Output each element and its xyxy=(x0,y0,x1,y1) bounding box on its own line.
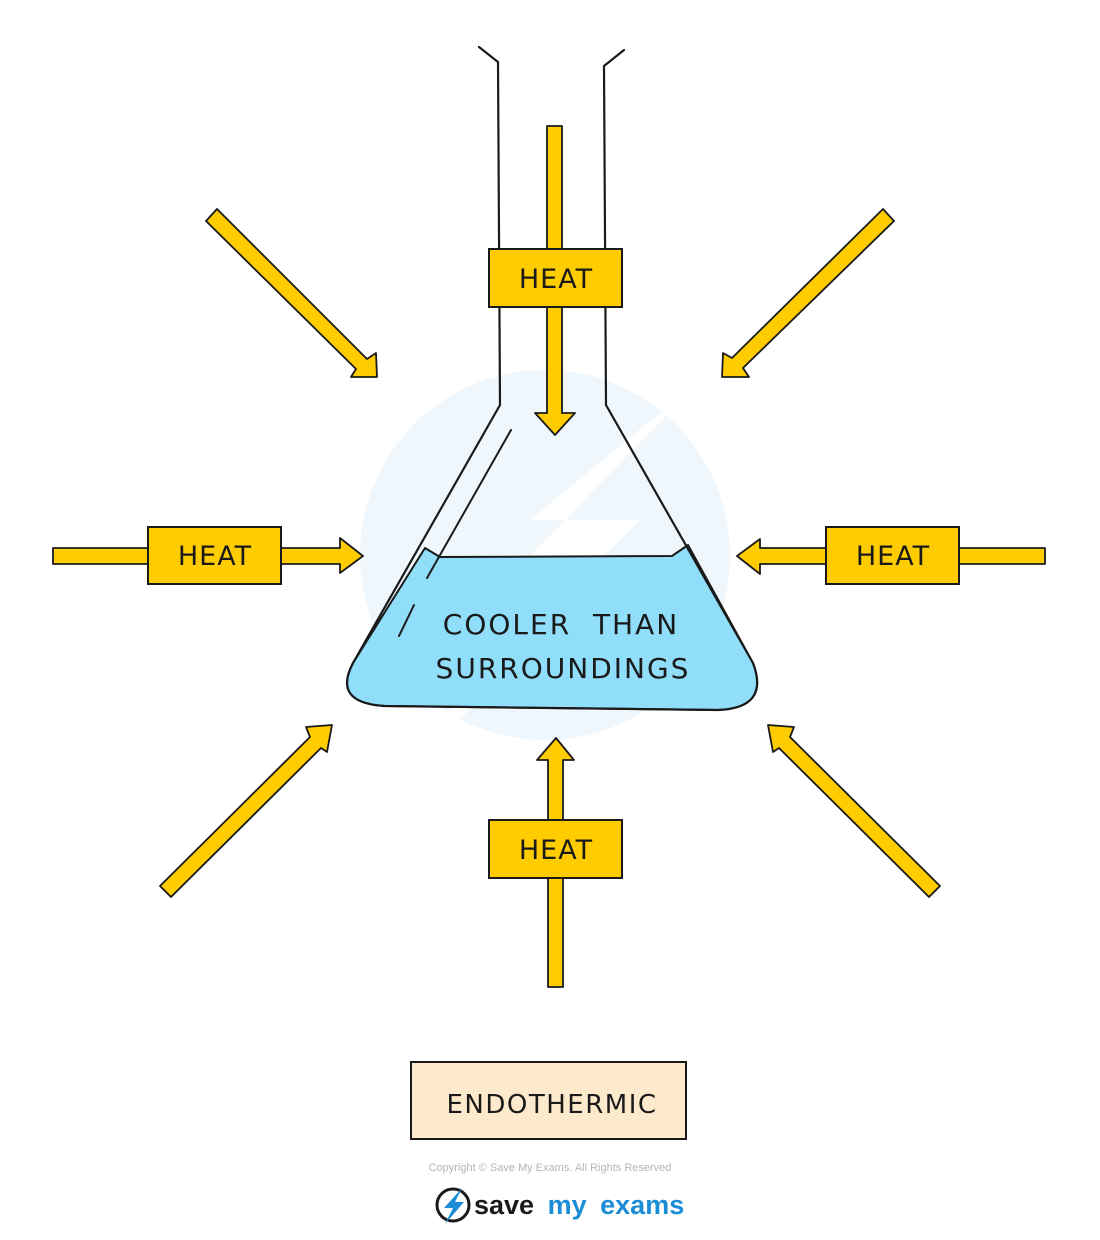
flask-label-line1: COOLER THAN xyxy=(443,608,679,641)
heat-box-bottom: HEAT xyxy=(488,819,623,879)
process-type-label: ENDOTHERMIC xyxy=(446,1090,657,1120)
heat-box-right: HEAT xyxy=(825,526,960,585)
flask-reflection xyxy=(426,429,512,579)
conical-flask xyxy=(345,45,759,712)
heat-box-top: HEAT xyxy=(488,248,623,308)
heat-box-left: HEAT xyxy=(147,526,282,585)
heat-arrow-bottom-left xyxy=(159,724,333,898)
heat-label-top: HEAT xyxy=(519,264,593,295)
copyright-notice: Copyright © Save My Exams. All Rights Re… xyxy=(429,1162,672,1174)
heat-label-right: HEAT xyxy=(856,541,930,572)
brand-my: my xyxy=(548,1190,587,1220)
svg-text:save my exams: save my exams xyxy=(474,1190,684,1220)
lightning-bolt-icon xyxy=(435,1187,471,1224)
flask-label-line2: SURROUNDINGS xyxy=(436,652,691,685)
heat-arrow-top-right xyxy=(721,208,895,378)
heat-arrow-bottom-right xyxy=(767,724,941,898)
brand-exams: exams xyxy=(600,1190,684,1220)
process-type-box: ENDOTHERMIC xyxy=(410,1061,687,1140)
flask-reflection-lower xyxy=(398,604,415,637)
brand-logo: save my exams xyxy=(435,1187,684,1224)
heat-arrow-top-left xyxy=(205,208,378,378)
heat-label-bottom: HEAT xyxy=(519,835,593,866)
heat-label-left: HEAT xyxy=(178,541,252,572)
brand-save: save xyxy=(474,1190,534,1220)
flask-outline xyxy=(345,45,759,712)
